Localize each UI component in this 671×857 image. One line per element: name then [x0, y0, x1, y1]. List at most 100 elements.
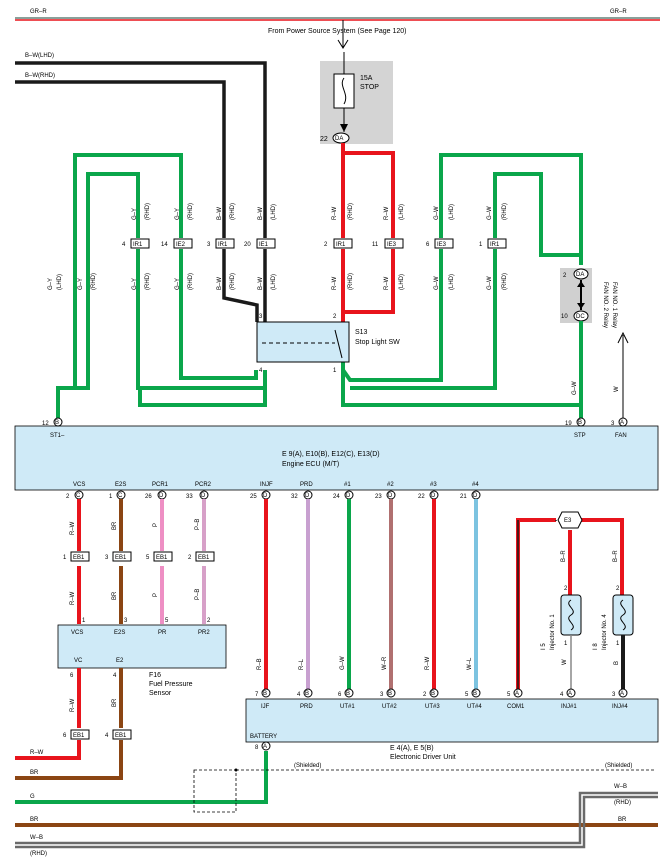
wire-label-sub: (RHD) [348, 203, 354, 220]
connector-id: IR1 [218, 242, 228, 248]
edu-pin: 5 [465, 692, 469, 698]
fuse-rating: 15A [360, 75, 373, 82]
sensor-pin-label: PR [158, 630, 167, 636]
fuse-pin: 22 [320, 136, 328, 143]
sensor-pin-label: PR2 [198, 630, 210, 636]
wire-label: G–W [487, 206, 493, 220]
wire-label: BR [30, 817, 39, 823]
wire-label: G–Y [175, 278, 181, 290]
injector-pin: 1 [564, 641, 568, 647]
bw-rhd-wire [15, 80, 226, 238]
wire-label-sub: (RHD) [614, 800, 631, 806]
ecu-conn: B [55, 420, 59, 426]
edu-pin-label: IJF [261, 704, 270, 710]
g-wire-battery [15, 751, 268, 804]
wire-label: G–W [434, 276, 440, 290]
switch-name: Stop Light SW [355, 339, 400, 346]
ecu-bottom-pin: 32 [291, 494, 298, 500]
ecu-bottom-label: #4 [472, 482, 479, 488]
wire-label: G–Y [78, 278, 84, 290]
edu-conn: B [388, 691, 392, 697]
ecu-name: Engine ECU (M/T) [282, 461, 339, 468]
ecu-bottom-pin: 2 [66, 494, 70, 500]
wire-label: R–W [70, 698, 76, 712]
edu-pin: 3 [380, 692, 384, 698]
connector-pin: 6 [63, 733, 67, 739]
edu-pin-label: COM1 [507, 704, 525, 710]
ecu-bottom-conn: C [76, 493, 81, 499]
relay-label: FAN NO. 2 Relay [602, 282, 608, 328]
green-wire-to-sw [136, 249, 267, 390]
wire-label: G–W [572, 381, 578, 395]
wire-label: W–R [382, 656, 388, 670]
connector-id: IE1 [259, 242, 269, 248]
switch-pin: 4 [259, 368, 263, 374]
ecu-bottom-pin: 24 [333, 494, 340, 500]
wire-label: G [30, 794, 35, 800]
ecu-bottom-conn: D [431, 493, 436, 499]
wire-label: W [562, 659, 568, 665]
edu-pin: 2 [423, 692, 427, 698]
wire-label-sub: (LHD) [399, 204, 405, 220]
sensor-pin: 6 [70, 673, 74, 679]
wire-label-sub: (RHD) [188, 273, 194, 290]
ecu-bottom-conn: D [473, 493, 478, 499]
edu-conn: B [346, 691, 350, 697]
wire-label: B–W [217, 277, 223, 290]
wire-label-sub: (RHD) [502, 203, 508, 220]
eb1-connectors: EB1 1 EB1 3 EB1 5 EB1 2 [63, 551, 215, 562]
wire-label: R–W [384, 276, 390, 290]
edu-pin: 4 [297, 692, 301, 698]
bw-lhd-label: B–W(LHD) [25, 53, 54, 59]
wire-label: R–W [70, 591, 76, 605]
edu-conn: A [620, 691, 624, 697]
edu-conn: A [263, 744, 267, 750]
wire-label: BR [618, 817, 627, 823]
engine-ecu [14, 425, 659, 491]
connector-id: IR1 [133, 242, 143, 248]
ecu-title: E 9(A), E10(B), E12(C), E13(D) [282, 451, 380, 458]
ecu-bottom-label: PRD [300, 482, 313, 488]
ecu-bottom-label: #1 [344, 482, 351, 488]
wire-label-sub: (LHD) [449, 274, 455, 290]
connector-pin: 1 [479, 242, 483, 248]
wire-label: W–B [614, 784, 627, 790]
shield-box [193, 769, 237, 813]
wb-wire-bottom [15, 791, 658, 845]
wire-label: R–L [299, 658, 305, 670]
edu-conn: B [431, 691, 435, 697]
edu-pin-label: UT#4 [467, 704, 482, 710]
wire-label-sub: (LHD) [57, 274, 63, 290]
shielded-label: (Shielded) [294, 763, 321, 769]
sensor-pin: 5 [165, 618, 169, 624]
ecu-bottom-conn: C [118, 493, 123, 499]
edu-battery-label: BATTERY [250, 734, 277, 740]
wire-label: R–W [332, 276, 338, 290]
connector-id: EB1 [115, 733, 127, 739]
wire-label-sub: (RHD) [91, 273, 97, 290]
injector-name: Injector No. 1 [550, 614, 556, 650]
switch-pin: 2 [333, 314, 337, 320]
sensor-pin: 1 [82, 618, 86, 624]
wire-label-sub: (LHD) [449, 204, 455, 220]
sensor-pin: 3 [124, 618, 128, 624]
green-wire-outer-left [56, 153, 183, 422]
ecu-bottom-label: VCS [73, 482, 85, 488]
edu-pin: 4 [560, 692, 564, 698]
edu-pins: 7 B IJF 4 B PRD 6 B UT#1 3 B UT#2 2 B UT… [255, 688, 628, 710]
wire-label: B–W [217, 207, 223, 220]
connector-pin: 4 [105, 733, 109, 739]
br-junction-wire [516, 518, 556, 690]
wire-label: B–W [258, 207, 264, 220]
injector-name: Injector No. 4 [602, 614, 608, 650]
edu-conn: B [305, 691, 309, 697]
wire-label: G–Y [132, 208, 138, 220]
wire-label: BR [112, 698, 118, 707]
fuse-conn: DA [335, 136, 343, 142]
connector-pin: 11 [372, 242, 379, 248]
green-wire-from-sw-2 [341, 249, 443, 382]
edu-pin: 5 [507, 692, 511, 698]
connector-pin: 2 [188, 555, 192, 561]
green-wire-right-outer [439, 153, 583, 265]
